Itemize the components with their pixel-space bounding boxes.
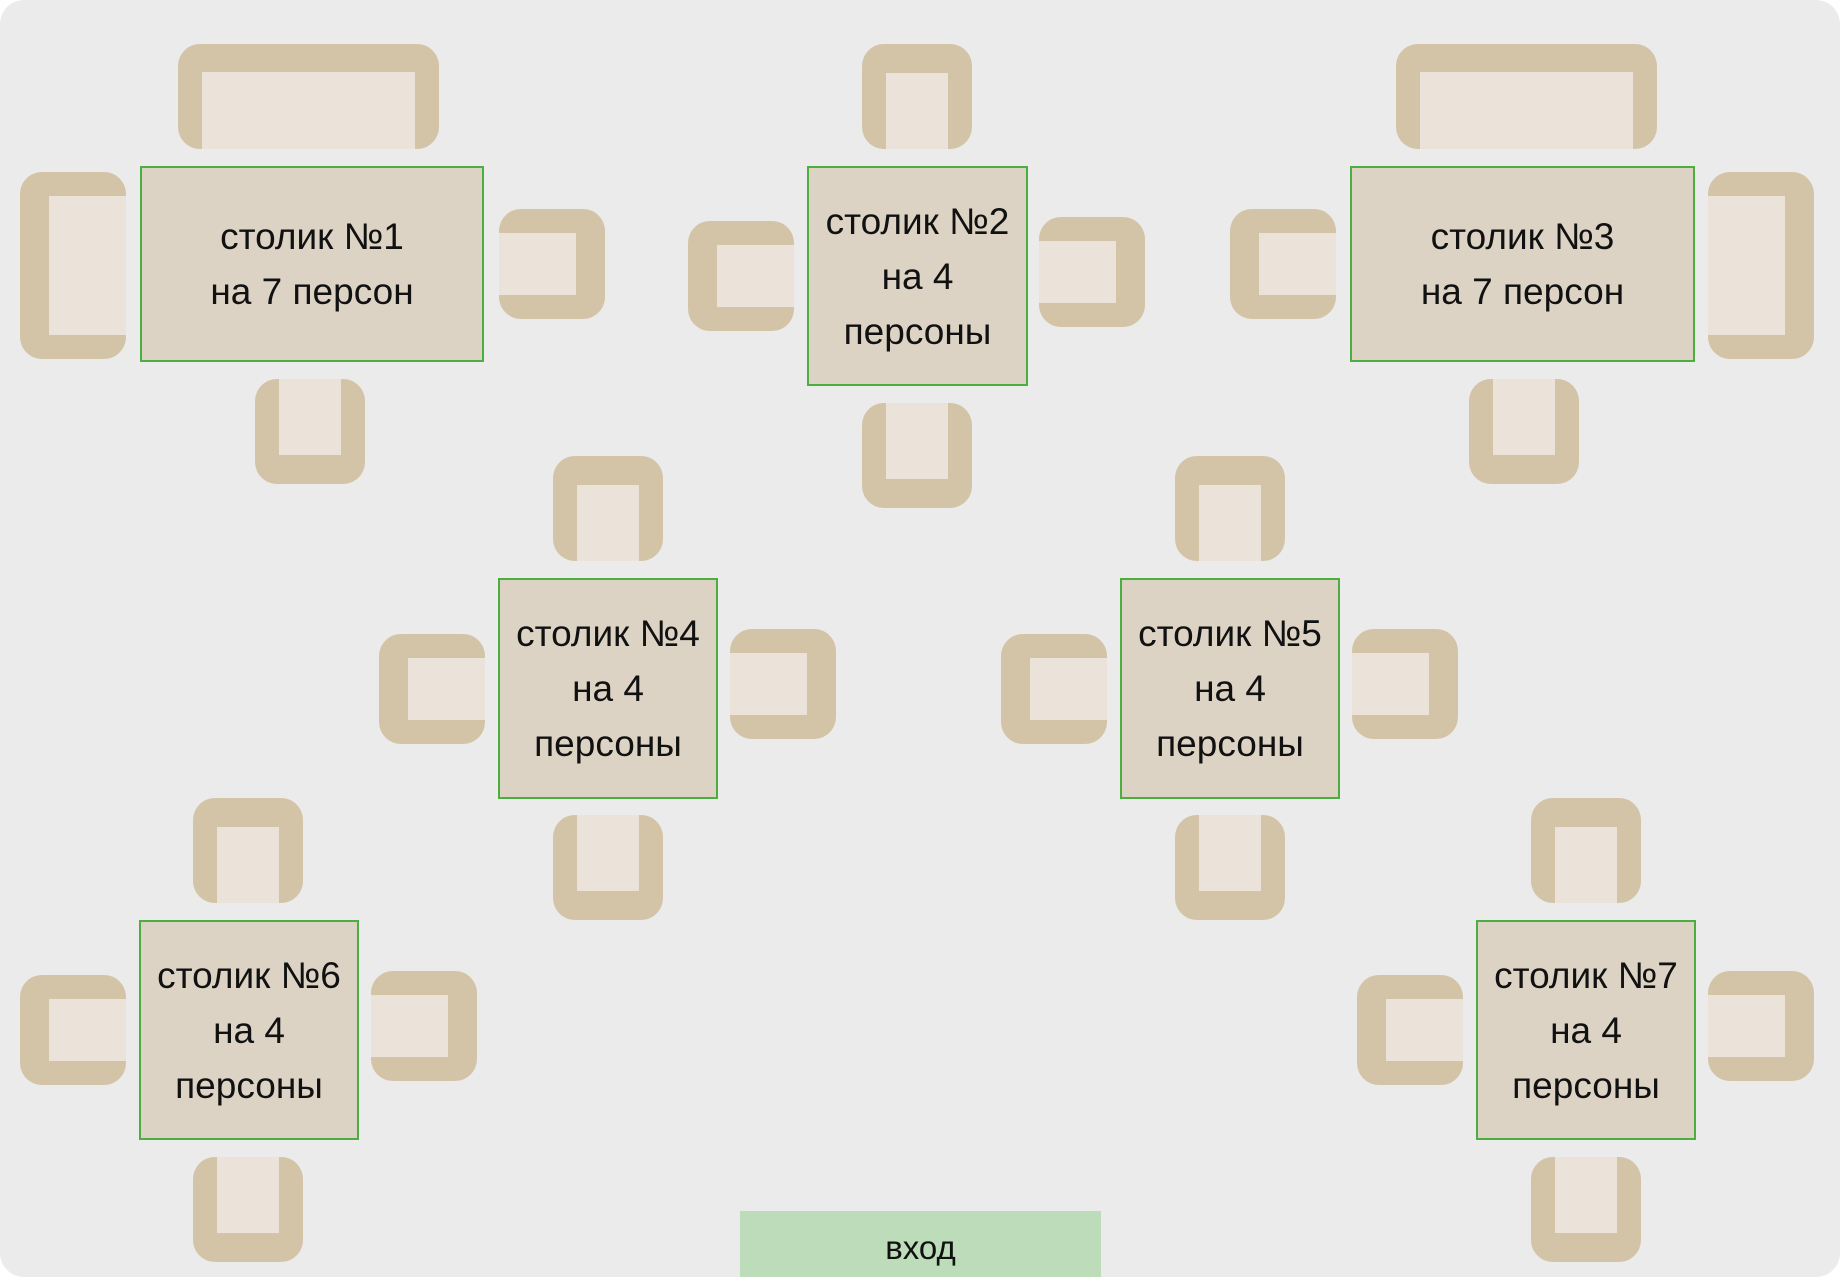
table-4-name: столик №4 — [516, 613, 700, 654]
chair-top-table-5 — [1175, 456, 1285, 561]
chair-left-table-3 — [1230, 209, 1336, 319]
table-2-name: столик №2 — [825, 200, 1010, 242]
table-2-capacity: на 4 персоны — [843, 255, 992, 352]
table-7-name: столик №7 — [1494, 954, 1678, 996]
entrance: вход — [740, 1211, 1101, 1277]
sofa-left-table-1 — [20, 172, 126, 359]
table-5-capacity: на 4 персоны — [1156, 668, 1304, 764]
chair-right-table-5 — [1352, 629, 1458, 739]
chair-left-table-5 — [1001, 634, 1107, 744]
table-6-capacity: на 4 персоны — [175, 1009, 323, 1106]
table-3-name: столик №3 — [1430, 216, 1615, 257]
chair-left-table-4 — [379, 634, 485, 744]
chair-left-table-2 — [688, 221, 794, 331]
chair-right-table-7 — [1708, 971, 1814, 1081]
table-5[interactable]: столик №5 на 4 персоны — [1120, 578, 1340, 799]
sofa-right-table-3 — [1708, 172, 1814, 359]
chair-right-table-1 — [499, 209, 605, 319]
table-2[interactable]: столик №2 на 4 персоны — [807, 166, 1028, 386]
table-5-name: столик №5 — [1138, 613, 1322, 654]
table-7-capacity: на 4 персоны — [1512, 1009, 1660, 1106]
table-1[interactable]: столик №1 на 7 персон — [140, 166, 484, 362]
sofa-top-table-3 — [1396, 44, 1657, 149]
table-1-name: столик №1 — [220, 216, 404, 257]
table-4-capacity: на 4 персоны — [534, 668, 682, 764]
chair-top-table-4 — [553, 456, 663, 561]
table-7[interactable]: столик №7 на 4 персоны — [1476, 920, 1696, 1140]
chair-bottom-table-3 — [1469, 379, 1579, 484]
table-6[interactable]: столик №6 на 4 персоны — [139, 920, 359, 1140]
chair-bottom-table-1 — [255, 379, 365, 484]
chair-top-table-7 — [1531, 798, 1641, 903]
chair-top-table-2 — [862, 44, 972, 149]
table-3[interactable]: столик №3 на 7 персон — [1350, 166, 1695, 362]
table-6-name: столик №6 — [157, 954, 341, 996]
chair-top-table-6 — [193, 798, 303, 903]
chair-right-table-6 — [371, 971, 477, 1081]
chair-right-table-4 — [730, 629, 836, 739]
entrance-label: вход — [885, 1229, 956, 1266]
chair-right-table-2 — [1039, 217, 1145, 327]
table-4[interactable]: столик №4 на 4 персоны — [498, 578, 718, 799]
sofa-top-table-1 — [178, 44, 439, 149]
table-1-capacity: на 7 персон — [210, 271, 414, 312]
chair-bottom-table-7 — [1531, 1157, 1641, 1262]
chair-bottom-table-5 — [1175, 815, 1285, 920]
table-3-capacity: на 7 персон — [1420, 271, 1625, 312]
chair-bottom-table-2 — [862, 403, 972, 508]
chair-left-table-7 — [1357, 975, 1463, 1085]
chair-bottom-table-4 — [553, 815, 663, 920]
chair-bottom-table-6 — [193, 1157, 303, 1262]
chair-left-table-6 — [20, 975, 126, 1085]
